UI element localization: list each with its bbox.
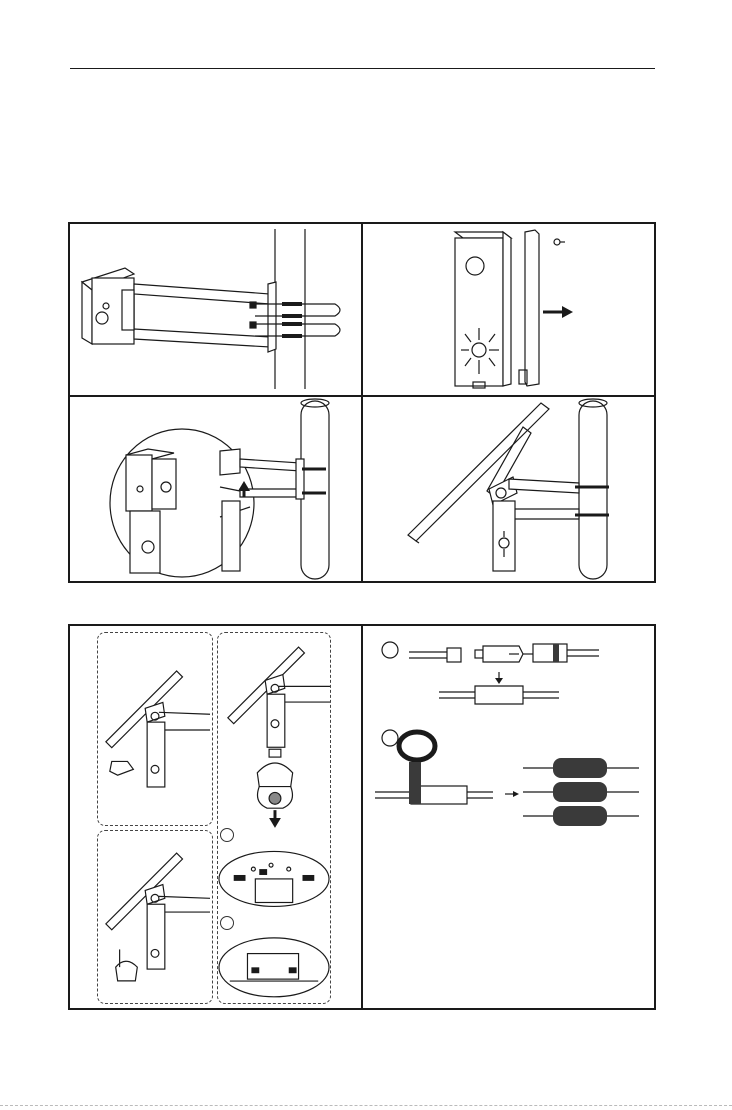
cable-connection-illustration bbox=[363, 626, 654, 1008]
step-badge-icon bbox=[220, 828, 234, 842]
step-loosen-bracket-group bbox=[97, 632, 213, 826]
step-attach-camera-group bbox=[217, 632, 331, 1004]
pole-mount-figure bbox=[68, 222, 656, 583]
solar-panel-illustration bbox=[363, 397, 654, 581]
step-remove-cover-plate bbox=[363, 224, 654, 395]
box-to-arm-illustration bbox=[70, 397, 361, 581]
junction-box-illustration bbox=[363, 224, 654, 395]
step-attach-arm-to-pole bbox=[70, 224, 361, 395]
arrow-down-icon bbox=[269, 818, 281, 828]
cable-connection-steps bbox=[363, 626, 654, 1008]
header-rule bbox=[70, 68, 655, 69]
step-mount-box-on-arm bbox=[70, 397, 361, 581]
page-bottom-edge bbox=[0, 1105, 732, 1107]
arrow-right-icon bbox=[513, 791, 519, 797]
step-secure-camera-group bbox=[97, 830, 213, 1004]
step-badge-icon bbox=[220, 916, 234, 930]
arm-ubolt-illustration bbox=[70, 224, 361, 395]
step-badge-icon bbox=[382, 730, 398, 746]
arrow-down-icon bbox=[495, 678, 503, 684]
step-install-solar-panel bbox=[363, 397, 654, 581]
camera-cable-figure bbox=[68, 624, 656, 1010]
step-badge-icon bbox=[382, 642, 398, 658]
arrow-right-icon bbox=[562, 306, 573, 318]
